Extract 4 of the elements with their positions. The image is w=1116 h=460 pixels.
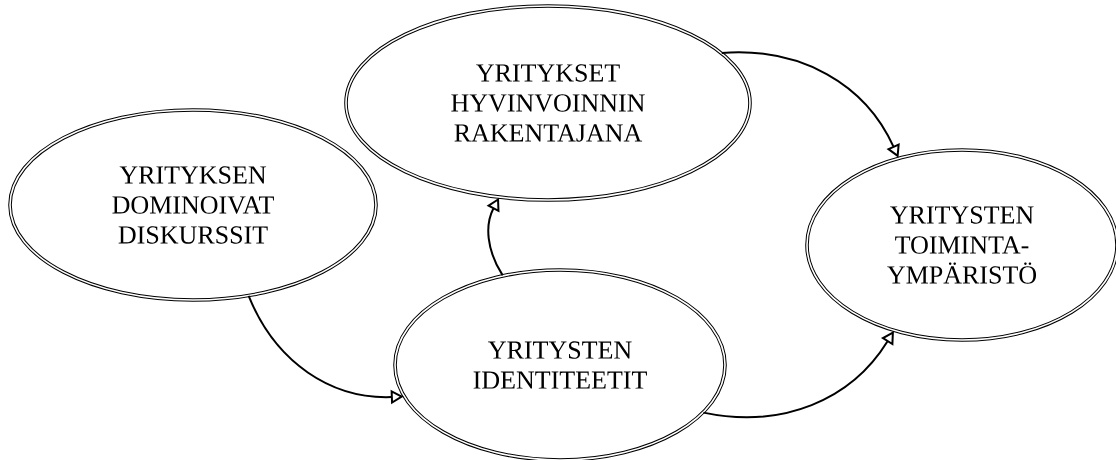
ellipse-node: YRITYSTEN TOIMINTA- YMPÄRISTÖ (805, 148, 1116, 342)
ellipse-node: YRITYKSEN DOMINOIVAT DISKURSSIT (8, 108, 378, 302)
ellipse-node: YRITYKSET HYVINVOINNIN RAKENTAJANA (344, 4, 752, 202)
ellipse-node: YRITYSTEN IDENTITEETIT (393, 268, 727, 460)
